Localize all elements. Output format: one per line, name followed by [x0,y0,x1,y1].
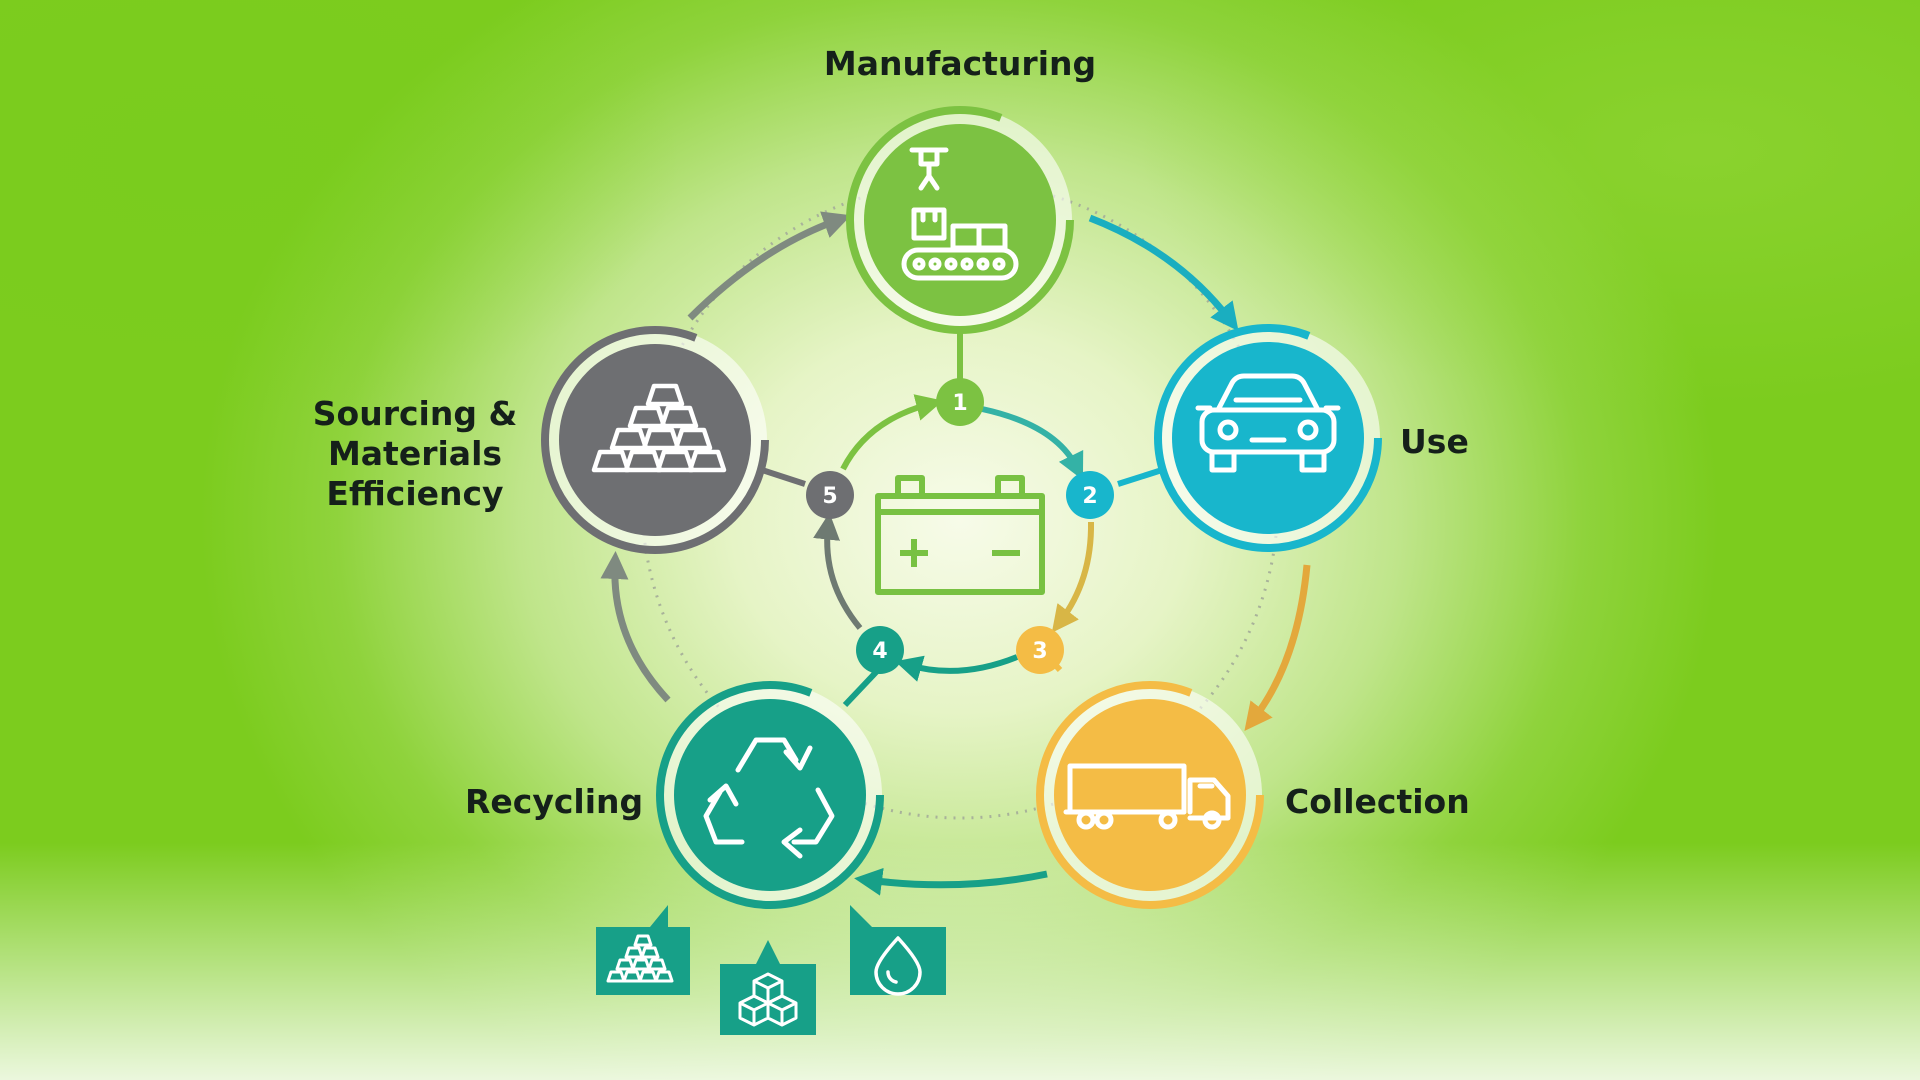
stage-manufacturing [846,106,1074,334]
number-badge-3: 3 [1016,626,1064,674]
truck-icon [1063,763,1231,830]
car-icon [1195,373,1341,473]
number-badge-2: 2 [1066,471,1114,519]
recovered-material-liquid [850,905,946,996]
cubes-icon [738,972,798,1027]
label-sourcing: Sourcing & Materials Efficiency [305,394,525,514]
number-badge-4: 4 [856,626,904,674]
number-badge-5: 5 [806,471,854,519]
svg-text:4: 4 [872,639,887,664]
arrow-sourcing-to-manufacturing [687,211,852,321]
svg-text:3: 3 [1032,639,1047,664]
label-sourcing-line-2: Materials [327,434,503,473]
droplet-icon [874,936,922,996]
arrow-recycling-to-sourcing [600,551,671,703]
connector-2 [1117,467,1163,487]
inner-arrow-4-5 [813,512,863,630]
stage-recycling [656,681,884,909]
arrow-collection-to-recycling [854,867,1048,896]
inner-arrow-2-3 [1051,521,1095,633]
label-sourcing-line-1: Sourcing & [312,394,518,433]
label-use: Use [1400,422,1469,461]
recovered-material-ingots [596,905,690,995]
connector-4 [842,665,883,708]
metal-ingots-icon [591,383,727,473]
battery-icon [875,475,1045,595]
svg-text:1: 1 [952,391,967,416]
svg-text:2: 2 [1082,484,1097,509]
label-sourcing-line-3: Efficiency [326,474,504,513]
recycle-icon [703,737,835,859]
recovered-material-cubes [720,940,816,1035]
conveyor-robot-icon [901,147,1019,281]
inner-arrow-5-1 [840,394,944,471]
stage-use [1154,324,1382,552]
svg-text:5: 5 [822,484,837,509]
label-manufacturing: Manufacturing [823,44,1097,83]
label-recycling: Recycling [465,782,644,821]
label-collection: Collection [1285,782,1470,821]
stage-collection [1036,681,1264,909]
arrow-manufacturing-to-use [1088,214,1239,332]
arrow-use-to-collection [1244,564,1311,732]
inner-arrow-1-2 [981,406,1084,481]
number-badge-1: 1 [936,378,984,426]
ingots-icon [606,934,674,983]
connector-5 [761,467,806,487]
stage-sourcing [541,326,769,554]
inner-arrow-3-4 [895,654,1019,682]
